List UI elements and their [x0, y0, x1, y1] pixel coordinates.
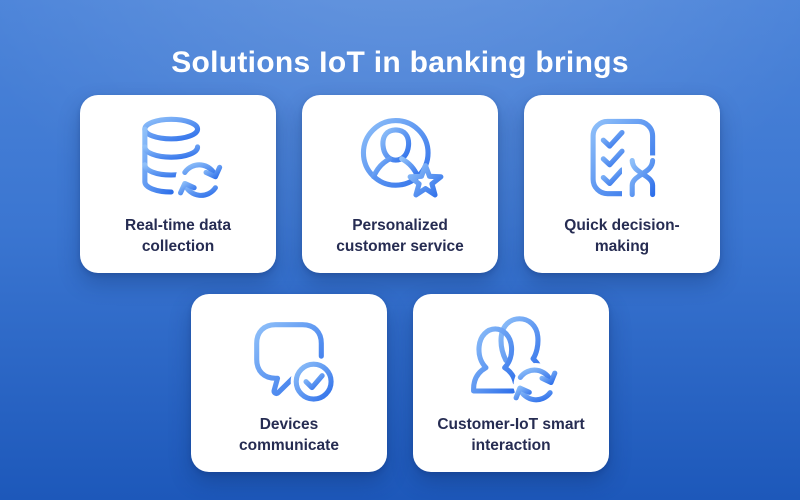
card-devices-communicate: Devices communicate: [191, 294, 387, 472]
card-customer-iot-smart-interaction: Customer-IoT smart interaction: [413, 294, 609, 472]
card-label: Customer-IoT smart interaction: [437, 416, 585, 454]
card-label: Quick decision- making: [564, 217, 680, 255]
card-quick-decision-making: Quick decision- making: [524, 95, 720, 273]
card-label: Devices communicate: [239, 416, 339, 454]
chat-check-icon: [231, 306, 347, 408]
page-title: Solutions IoT in banking brings: [171, 46, 629, 80]
checklist-hourglass-icon: [564, 107, 680, 209]
card-grid: Real-time data collection: [0, 95, 800, 472]
card-personalized-customer-service: Personalized customer service: [302, 95, 498, 273]
database-sync-icon: [120, 107, 236, 209]
card-row-top: Real-time data collection: [80, 95, 720, 273]
user-star-icon: [342, 107, 458, 209]
people-sync-icon: [453, 306, 569, 408]
card-real-time-data-collection: Real-time data collection: [80, 95, 276, 273]
card-label: Personalized customer service: [336, 217, 464, 255]
card-row-bottom: Devices communicate: [191, 294, 609, 472]
card-label: Real-time data collection: [125, 217, 231, 255]
